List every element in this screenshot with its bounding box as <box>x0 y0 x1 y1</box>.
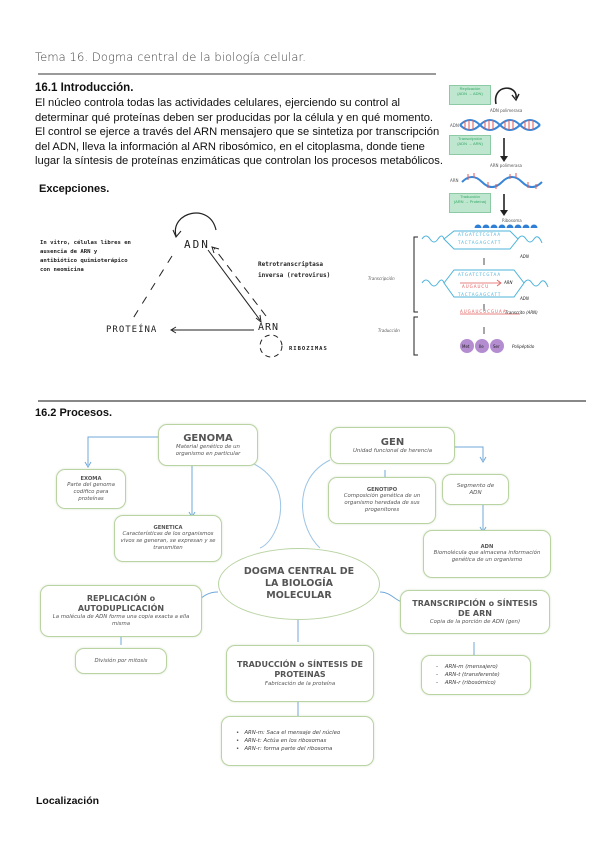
side-label-transcripcion: Transcripción <box>368 276 395 281</box>
aa-ile-label: Ile <box>479 344 484 349</box>
mindmap-center-node: DOGMA CENTRAL DE LA BIOLOGÍA MOLECULAR <box>218 548 380 620</box>
label-transcrito: Transcrito (ARN) <box>505 310 538 315</box>
amino-acid-ile <box>475 339 489 353</box>
list-item: • ARN-m: Saca el mensaje del núcleo <box>236 729 341 736</box>
label-adn: ADN <box>450 123 459 128</box>
mindmap-node-arn-types: - ARN-m (mensajero) - ARN-t (transferent… <box>421 655 531 695</box>
dna-helix-icon <box>459 119 541 131</box>
ribozimas-loop <box>259 334 283 358</box>
rna-strand-icon <box>461 173 543 189</box>
aa-ser-label: Ser <box>493 344 500 349</box>
detail-figure-graphics <box>413 230 549 356</box>
mindmap-node-segmento: Segmento de ADN <box>442 474 509 505</box>
section-heading-localizacion: Localización <box>36 795 100 807</box>
mindmap-node-transcripcion: TRANSCRIPCIÓN o SÍNTESIS DE ARN Copia de… <box>400 590 550 634</box>
side-label-traduccion: Traducción <box>378 328 400 333</box>
aa-met-label: Met <box>462 344 470 349</box>
label-arn-polimerasa: ARN polimerasa <box>490 163 522 168</box>
label-adn-1: ADN <box>520 254 529 259</box>
mindmap-node-replicacion: REPLICACIÓN o AUTODUPLICACIÓN La molécul… <box>40 585 202 637</box>
label-adn-polimerasa: ADN polimerasa <box>490 108 523 113</box>
rna-full: AUGAUCUCGUAA <box>460 309 507 314</box>
note-ribozimas: RIBOZIMAS <box>289 346 328 352</box>
arn-types-list: - ARN-m (mensajero) - ARN-t (transferent… <box>436 663 500 688</box>
strand-bottom-2: TACTAGAGCATT <box>458 292 502 297</box>
list-item: - ARN-r (ribosómico) <box>436 680 496 687</box>
box-replicacion: Replicación (ADN → ADN) <box>449 85 491 105</box>
list-item: - ARN-m (mensajero) <box>436 663 498 670</box>
mindmap-node-genoma: GENOMA Material genético de un organismo… <box>158 424 258 466</box>
arn-adn-dashed <box>213 247 267 317</box>
arn-roles-list: • ARN-m: Saca el mensaje del núcleo • AR… <box>236 729 340 754</box>
adn-self-loop <box>174 212 217 237</box>
label-arn-detail: ARN <box>504 280 513 285</box>
box-traduccion: Traducción (ARN → Proteína) <box>449 193 491 213</box>
strand-top-2: ATGATCTCGTAA <box>458 272 502 277</box>
flow-figure-graphics <box>459 87 543 228</box>
rna-partial: AUGAUCU <box>462 284 490 289</box>
mindmap-node-division: División por mitosis <box>75 648 167 674</box>
title-divider <box>38 73 436 75</box>
box-transcripcion: Transcripción (ADN → ARN) <box>449 135 491 155</box>
bracket-transcripcion <box>413 236 418 313</box>
node-arn: ARN <box>258 322 280 333</box>
mindmap-node-adn: ADN Biomolécula que almacena información… <box>423 530 551 578</box>
intro-line: determinar qué proteínas deben ser produ… <box>35 111 434 124</box>
intro-line: del ADN, lleva la información al ARN rib… <box>35 140 425 153</box>
hand-diagram-lines <box>131 212 283 358</box>
strand-bottom: TACTAGAGCATT <box>458 240 502 245</box>
label-arn: ARN <box>450 178 459 183</box>
adn-proteina-dashed <box>131 255 173 321</box>
mindmap-node-exoma: EXOMA Parte del genoma codifico para pro… <box>56 469 126 509</box>
amino-acid-ser <box>490 339 504 353</box>
list-item: • ARN-t: Actúa en los ribosomas <box>236 737 327 744</box>
adn-arn-arrow <box>207 249 261 321</box>
mindmap-node-genotipo: GENOTIPO Composición genética de un orga… <box>328 477 436 524</box>
label-adn-2: ADN <box>520 296 529 301</box>
intro-line: lugar la síntesis de proteínas enzimátic… <box>35 155 443 168</box>
mindmap-node-traduccion: TRADUCCIÓN o SÍNTESIS DE PROTEINAS Fabri… <box>226 645 374 702</box>
intro-paragraph: El núcleo controla todas las actividades… <box>35 96 445 169</box>
strand-top: ATGATCTCGTAA <box>458 232 502 237</box>
list-item: • ARN-r: forma parte del ribosoma <box>236 746 333 753</box>
label-ribosoma: Ribosoma <box>502 218 522 223</box>
replication-loop-icon <box>494 87 517 105</box>
amino-acid-met <box>460 339 474 353</box>
intro-line: El control se ejerce a través del ARN me… <box>35 126 440 139</box>
node-proteina: PROTEÍNA <box>106 325 158 335</box>
ribosome-chain-icon <box>474 224 538 228</box>
label-polipeptido: Polipéptido <box>512 344 535 349</box>
document-title: Tema 16. Dogma central de la biología ce… <box>35 50 307 64</box>
intro-line: El núcleo controla todas las actividades… <box>35 97 401 109</box>
mindmap-connectors <box>84 436 487 716</box>
mindmap-node-arn-roles: • ARN-m: Saca el mensaje del núcleo • AR… <box>221 716 374 766</box>
node-adn: ADN <box>184 238 210 251</box>
section-divider <box>38 400 586 402</box>
mindmap-node-gen: GEN Unidad funcional de herencia <box>330 427 455 464</box>
bracket-traduccion <box>413 316 418 356</box>
section-heading-introduccion: 16.1 Introducción. <box>35 82 134 94</box>
amino-acid-chain <box>460 339 504 353</box>
exceptions-heading: Excepciones. <box>39 183 110 195</box>
list-item: - ARN-t (transferente) <box>436 671 500 678</box>
section-heading-procesos: 16.2 Procesos. <box>35 407 113 419</box>
note-right: Retrotranscriptasa inversa (retrovirus) <box>258 261 331 279</box>
mindmap-node-genetica: GENETICA Características de los organism… <box>114 515 222 562</box>
note-left: In vitro, células libres en ausencia de … <box>40 240 131 273</box>
